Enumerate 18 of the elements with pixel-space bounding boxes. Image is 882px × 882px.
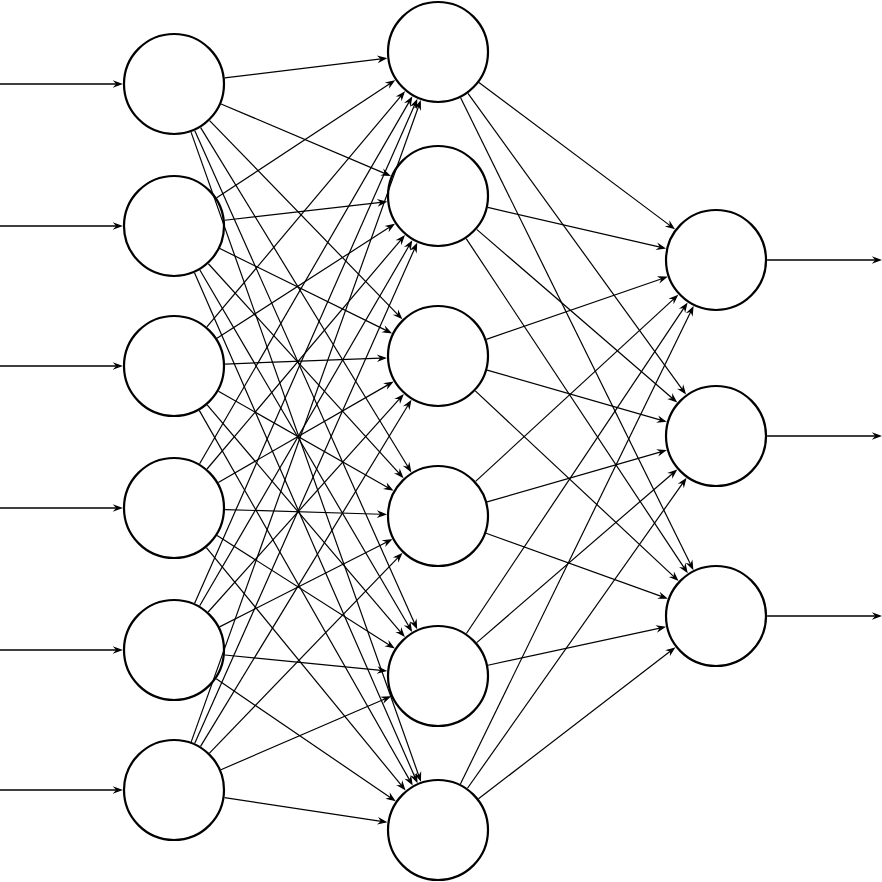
neuron-circle <box>122 32 226 136</box>
neuron-circle <box>386 0 490 104</box>
neuron-circle <box>122 598 226 702</box>
arrow <box>207 394 404 613</box>
neuron-circle <box>122 738 226 842</box>
neuron-circle <box>386 778 490 882</box>
arrow <box>206 235 405 470</box>
neuron-circle <box>386 464 490 568</box>
neuron-circle <box>664 208 768 312</box>
neuron-circle <box>386 624 490 728</box>
neuron-circle <box>664 564 768 668</box>
neuron-circle <box>386 144 490 248</box>
neuron-circle <box>122 456 226 560</box>
neuron-circle <box>664 384 768 488</box>
neuron-circle <box>386 304 490 408</box>
neuron-circle <box>122 314 226 418</box>
neuron-circle <box>122 174 226 278</box>
arrow <box>216 534 395 649</box>
